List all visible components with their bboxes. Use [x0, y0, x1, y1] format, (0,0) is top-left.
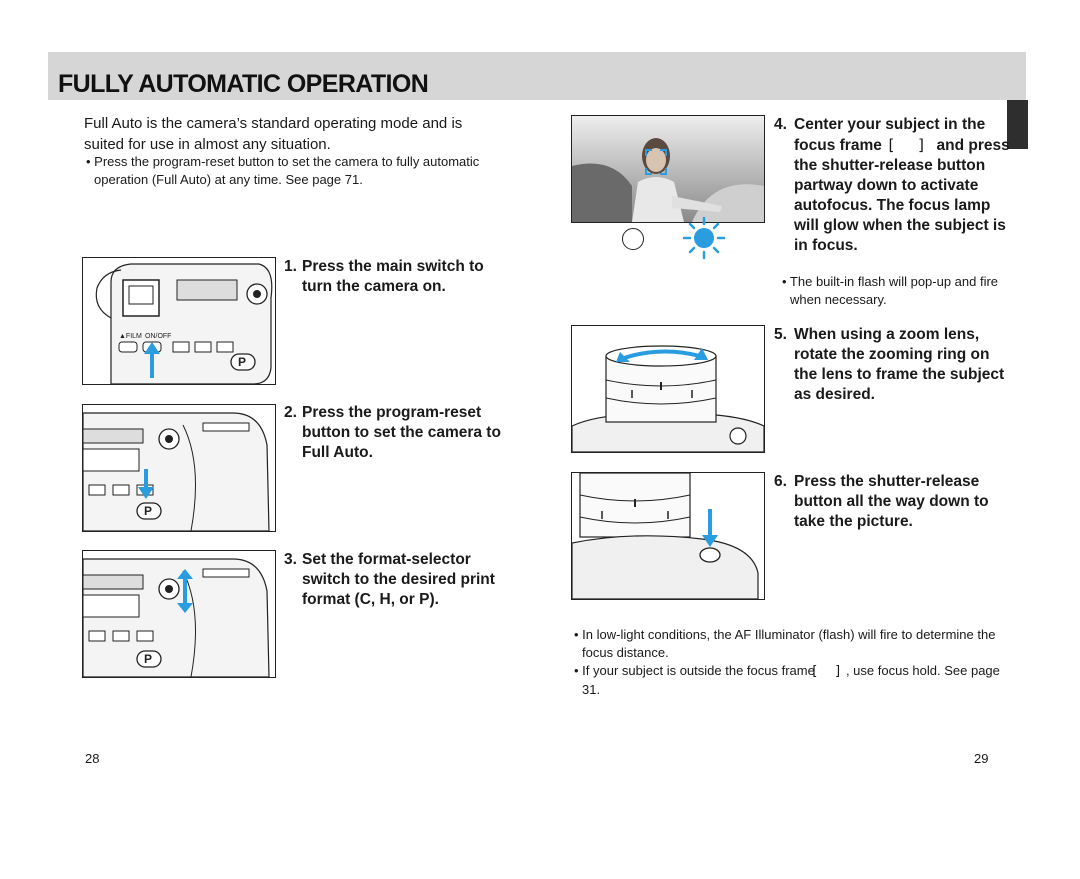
step-4-bullet: • The built-in flash will pop-up and fir…: [782, 274, 999, 307]
title-bar: [48, 52, 1026, 100]
figure-format-selector: P: [82, 550, 276, 678]
step-5: 5.When using a zoom lens, rotate the zoo…: [774, 326, 1005, 403]
step-3: 3.Set the format-selector switch to the …: [284, 551, 495, 608]
page-number-right: 29: [974, 751, 989, 766]
figure-zoom-ring: [571, 325, 765, 453]
onoff-label: ON/OFF: [145, 333, 171, 340]
section-tab: [1007, 100, 1028, 149]
focus-frame-icon: [ ]: [886, 136, 933, 154]
program-label: P: [238, 355, 246, 369]
page-title: FULLY AUTOMATIC OPERATION: [58, 70, 429, 98]
figure-program-reset: P: [82, 404, 276, 532]
page-number-left: 28: [85, 751, 100, 766]
program-label: P: [144, 652, 152, 666]
figure-shutter-release: [571, 472, 765, 600]
step-2: 2.Press the program-reset button to set …: [284, 404, 501, 461]
low-light-bullet: • In low-light conditions, the AF Illumi…: [574, 627, 996, 660]
intro-paragraph: Full Auto is the camera’s standard opera…: [84, 115, 463, 153]
step-1: 1.Press the main switch to turn the came…: [284, 258, 484, 295]
figure-focus-photo: [571, 115, 765, 223]
step-6: 6.Press the shutter-release button all t…: [774, 473, 989, 530]
program-label: P: [144, 504, 152, 518]
focus-hold-bullet: • If your subject is outside the focus f…: [574, 663, 1000, 697]
figure-main-switch: ▲FILM ON/OFF P: [82, 257, 276, 385]
intro-bullet: • Press the program-reset button to set …: [86, 154, 480, 187]
focus-frame-icon: [ ]: [810, 664, 846, 679]
focus-lamp-on-icon: [682, 216, 726, 260]
film-label: ▲FILM: [119, 333, 142, 340]
step-4: 4. Center your subject in the focus fram…: [774, 116, 1010, 254]
focus-lamp-off-icon: [622, 228, 644, 250]
